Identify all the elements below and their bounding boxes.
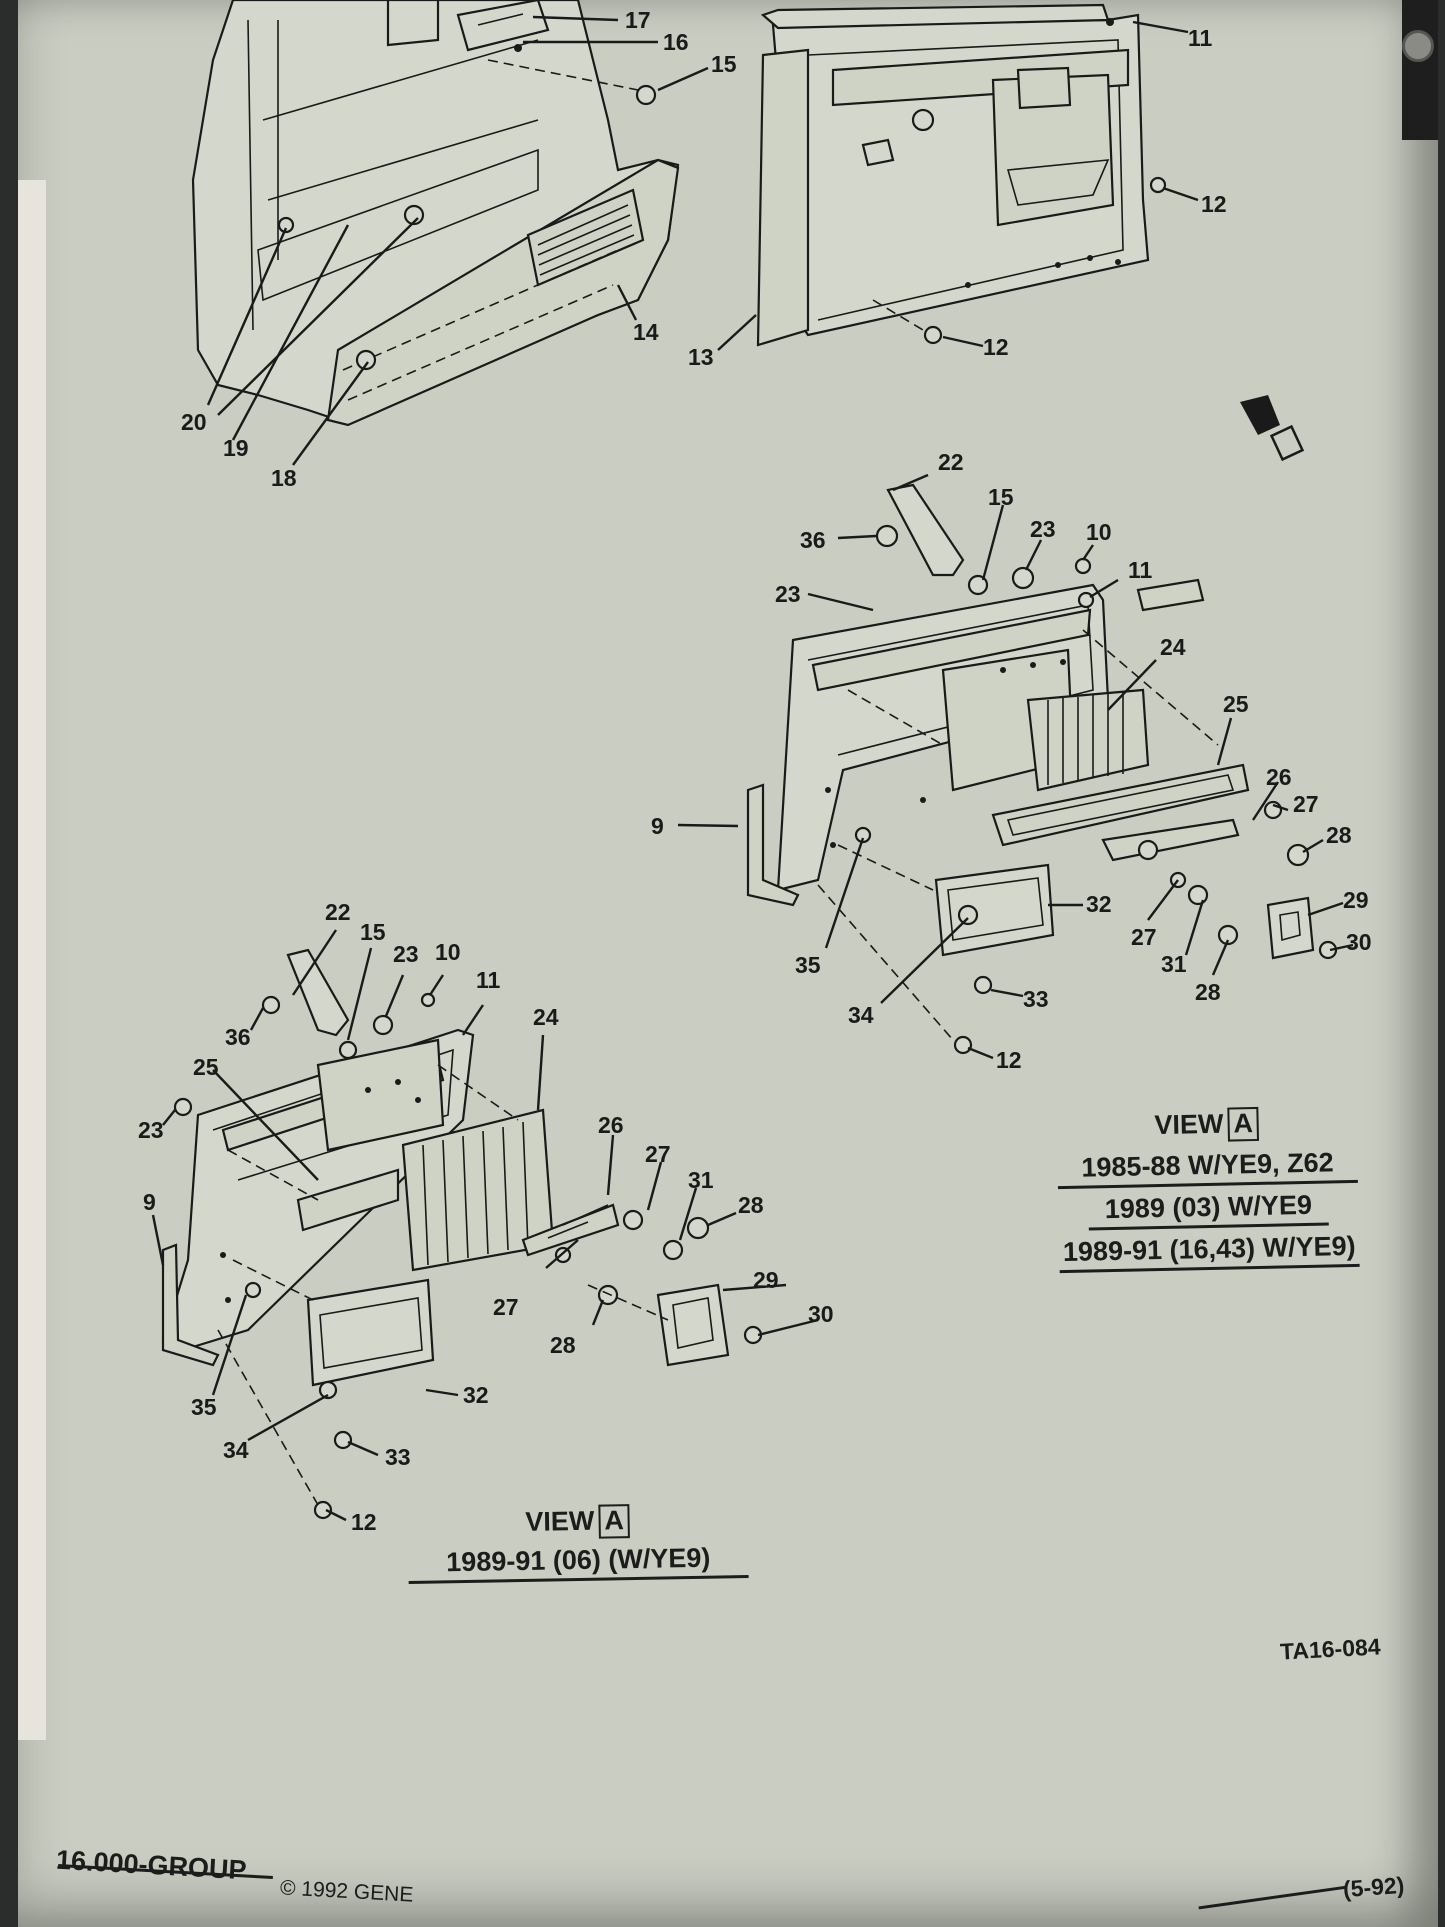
ref-27-b1: 27	[645, 1141, 671, 1167]
ref-24-b: 24	[533, 1004, 559, 1030]
ref-22-a: 22	[938, 449, 964, 475]
binder-ring	[1402, 30, 1434, 62]
reference-numbers: 17 16 15 14 20 19 18 11 12 12 13 22 15 2…	[138, 7, 1372, 1535]
ref-25-a: 25	[1223, 691, 1249, 717]
ref-28-a1: 28	[1326, 822, 1352, 848]
footer-date: (5-92)	[1342, 1871, 1406, 1903]
caption-line-1: 1989-91 (06) (W/YE9)	[408, 1541, 749, 1584]
ref-31-a: 31	[1161, 951, 1187, 977]
ref-11-top: 11	[1188, 25, 1213, 51]
ref-32-b: 32	[463, 1382, 489, 1408]
ref-26-a: 26	[1266, 764, 1292, 790]
ref-32-a: 32	[1086, 891, 1112, 917]
ref-28-a2: 28	[1195, 979, 1221, 1005]
ref-9-b: 9	[143, 1189, 156, 1215]
ref-12-a: 12	[996, 1047, 1022, 1073]
caption-line-2: 1989 (03) W/YE9	[1088, 1189, 1329, 1231]
caption-view-label: VIEW	[525, 1505, 595, 1537]
ref-13: 13	[688, 344, 714, 370]
ref-12-top-a: 12	[1201, 191, 1227, 217]
manual-page: 17 16 15 14 20 19 18 11 12 12 13 22 15 2…	[18, 0, 1438, 1927]
ref-27-a1: 27	[1293, 791, 1319, 817]
rear-door-trim-illustration	[756, 3, 1167, 347]
ref-23-b1: 23	[393, 941, 419, 967]
binder-edge	[1402, 0, 1438, 140]
ref-18: 18	[271, 465, 297, 491]
ref-23-b2: 23	[138, 1117, 164, 1143]
ref-31-b: 31	[688, 1167, 714, 1193]
leader-lines	[151, 15, 1354, 1522]
ref-23-a1: 23	[1030, 516, 1056, 542]
figure-code: TA16-084	[1279, 1633, 1382, 1665]
ref-15-a: 15	[988, 484, 1014, 510]
exploded-parts-diagram: 17 16 15 14 20 19 18 11 12 12 13 22 15 2…	[138, 0, 1372, 1535]
ref-15-top: 15	[711, 51, 737, 77]
ref-14: 14	[633, 319, 659, 345]
view-a-arrow-icon	[1240, 395, 1305, 462]
ref-10-a: 10	[1086, 519, 1112, 545]
ref-34-a: 34	[848, 1002, 874, 1028]
ref-12-b: 12	[351, 1509, 377, 1535]
ref-27-b2: 27	[493, 1294, 519, 1320]
ref-30-a: 30	[1346, 929, 1372, 955]
ref-30-b: 30	[808, 1301, 834, 1327]
caption-line-1: 1985-88 W/YE9, Z62	[1057, 1146, 1358, 1189]
ref-28-b1: 28	[738, 1192, 764, 1218]
view-a-1989-91-illustration	[161, 948, 763, 1520]
ref-35-b: 35	[191, 1394, 217, 1420]
ref-9-a: 9	[651, 813, 664, 839]
ref-26-b: 26	[598, 1112, 624, 1138]
ref-33-a: 33	[1023, 986, 1049, 1012]
view-a-box: A	[1227, 1106, 1260, 1142]
ref-35-a: 35	[795, 952, 821, 978]
front-door-trim-illustration	[191, 0, 680, 427]
ref-11-b: 11	[476, 967, 501, 993]
ref-24-a: 24	[1160, 634, 1186, 660]
ref-19: 19	[223, 435, 249, 461]
caption-view-label: VIEW	[1154, 1108, 1224, 1141]
ref-17: 17	[625, 7, 651, 33]
ref-22-b: 22	[325, 899, 351, 925]
ref-10-b: 10	[435, 939, 461, 965]
ref-33-b: 33	[385, 1444, 411, 1470]
view-a-1985-88-illustration	[746, 483, 1338, 1055]
ref-36-b: 36	[225, 1024, 251, 1050]
ref-36-a: 36	[800, 527, 826, 553]
ref-12-top-b: 12	[983, 334, 1009, 360]
ref-29-b: 29	[753, 1267, 779, 1293]
ref-23-a2: 23	[775, 581, 801, 607]
ref-34-b: 34	[223, 1437, 249, 1463]
ref-15-b: 15	[360, 919, 386, 945]
view-a-box: A	[598, 1504, 631, 1539]
caption-line-3: 1989-91 (16,43) W/YE9)	[1058, 1230, 1360, 1273]
ref-25-b: 25	[193, 1054, 219, 1080]
adjacent-page-edge	[18, 180, 46, 1740]
ref-16: 16	[663, 29, 689, 55]
ref-27-a2: 27	[1131, 924, 1157, 950]
ref-28-b2: 28	[550, 1332, 576, 1358]
ref-29-a: 29	[1343, 887, 1369, 913]
ref-11-a: 11	[1128, 557, 1153, 583]
ref-20: 20	[181, 409, 207, 435]
